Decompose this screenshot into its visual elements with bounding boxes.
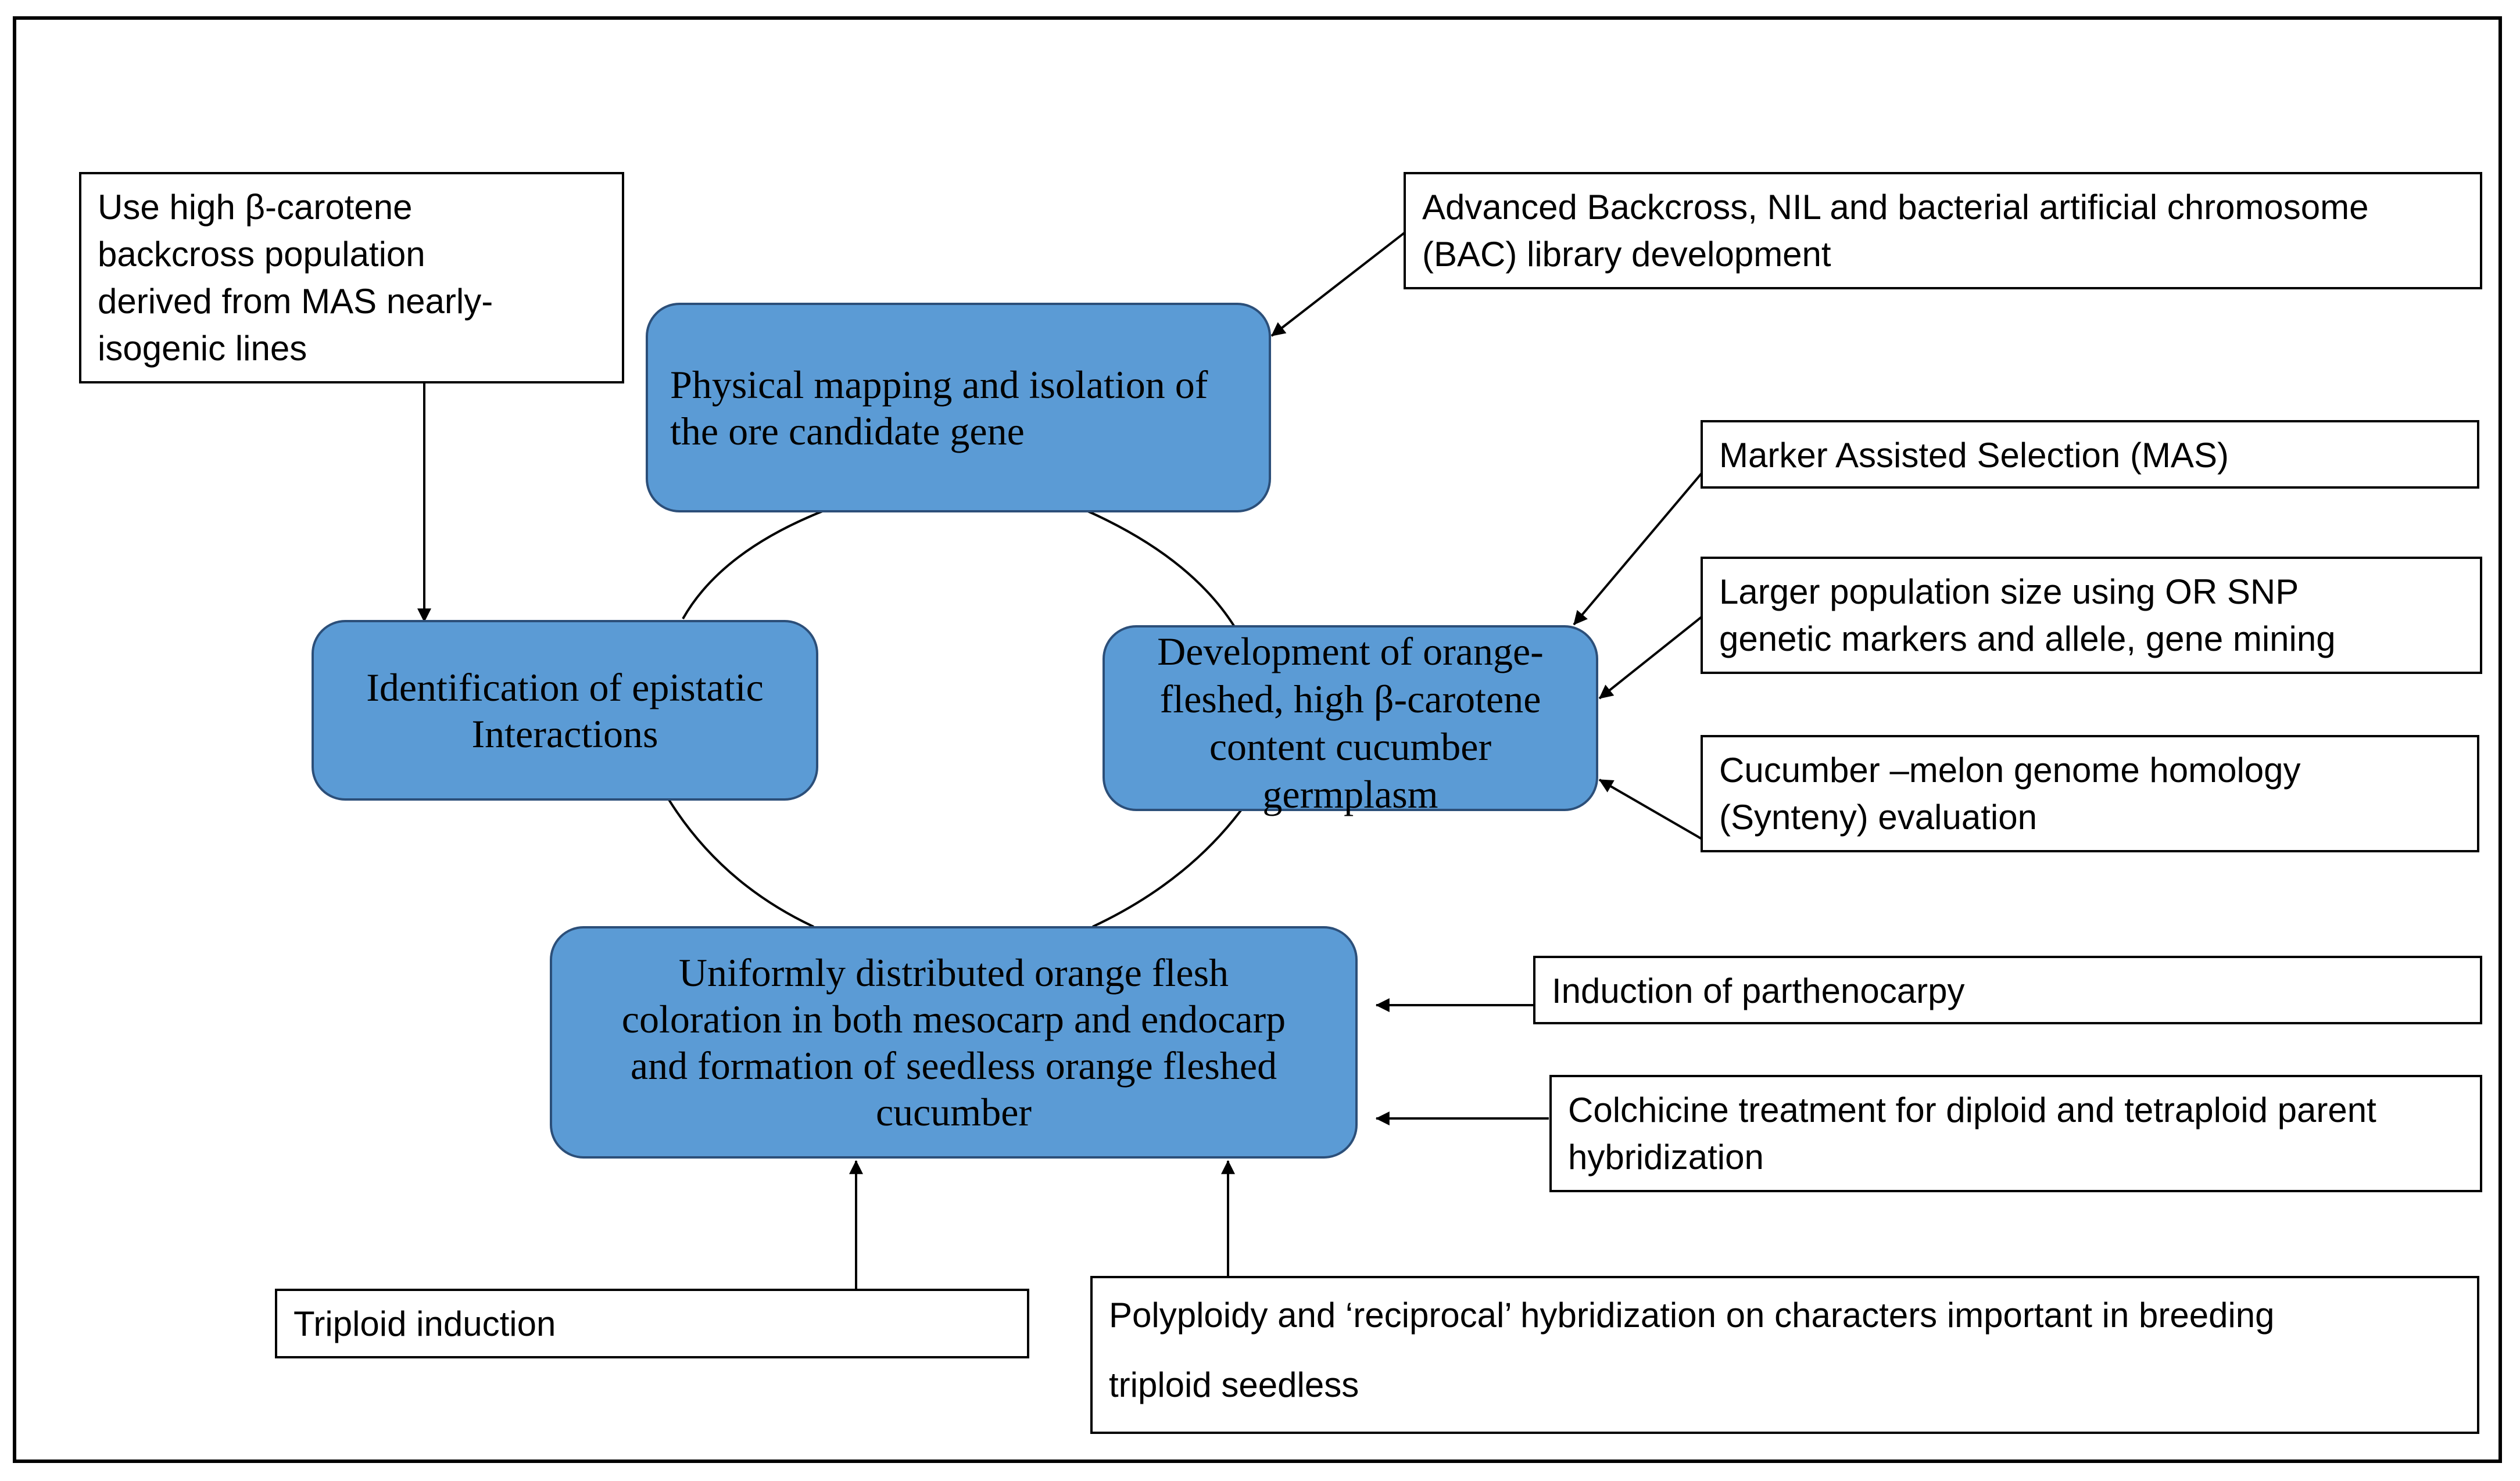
node-development-germplasm: Development of orange- fleshed, high β-c… <box>1102 625 1598 816</box>
box-polyploidy: Polyploidy and ‘reciprocal’ hybridizatio… <box>1090 1276 2479 1434</box>
box-larger-population: Larger population size using OR SNP gene… <box>1701 557 2482 674</box>
box-synteny: Cucumber –melon genome homology (Synteny… <box>1701 735 2479 852</box>
diagram-frame <box>13 16 2502 1463</box>
cycle-arc-top-right <box>1087 510 1236 629</box>
box-backcross-population: Use high β-carotene backcross population… <box>79 172 624 383</box>
arrow-mas-to-development <box>1573 471 1704 626</box>
cycle-arc-bottom-left <box>667 798 814 928</box>
node-physical-mapping: Physical mapping and isolation of the or… <box>646 303 1271 512</box>
node-uniform-orange-flesh: Uniformly distributed orange flesh color… <box>550 926 1358 1159</box>
box-parthenocarpy: Induction of parthenocarpy <box>1533 956 2482 1024</box>
box-triploid-induction: Triploid induction <box>275 1289 1029 1358</box>
arrow-synteny-to-development <box>1598 779 1704 841</box>
box-mas: Marker Assisted Selection (MAS) <box>1701 420 2479 489</box>
arrow-larger-population-to-development <box>1598 615 1704 700</box>
node-epistatic-interactions: Identification of epistatic Interactions <box>312 620 818 801</box>
box-colchicine: Colchicine treatment for diploid and tet… <box>1549 1075 2482 1192</box>
box-advanced-backcross: Advanced Backcross, NIL and bacterial ar… <box>1404 172 2482 289</box>
arrow-advanced-backcross-to-physical <box>1270 230 1408 337</box>
cycle-arc-bottom-right <box>1092 809 1242 928</box>
cycle-arc-top-left <box>682 510 823 619</box>
